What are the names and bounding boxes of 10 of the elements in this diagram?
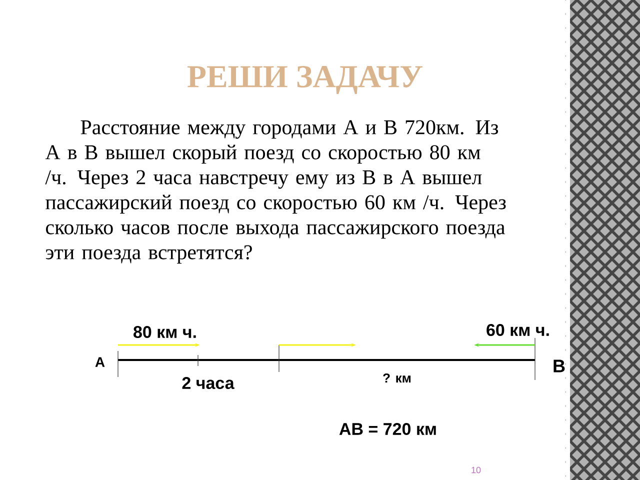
page-number: 10 [472,466,481,474]
slide-title: РЕШИ ЗАДАЧУ [187,66,422,94]
point-label: А [95,357,105,367]
problem-text: Расстояние между городами А и В 720км. Из А в В вышел скорый поезд со скоростью 80 км /ч. Через 2 часа навстречу ему из В в А вышел пассажирский поезд со скоростью 60 км /ч. Через сколько часов после выхода пассажирского поезда эти поезда встретятся? [45,120,506,264]
speed-label: 80 км ч. [134,326,196,338]
point-label: В [554,360,565,372]
time-label: 2 часа [182,376,234,390]
distance-label: ? км [383,373,411,383]
speed-label: 60 км ч. [486,324,549,336]
distance-note: АВ = 720 км [339,422,436,436]
